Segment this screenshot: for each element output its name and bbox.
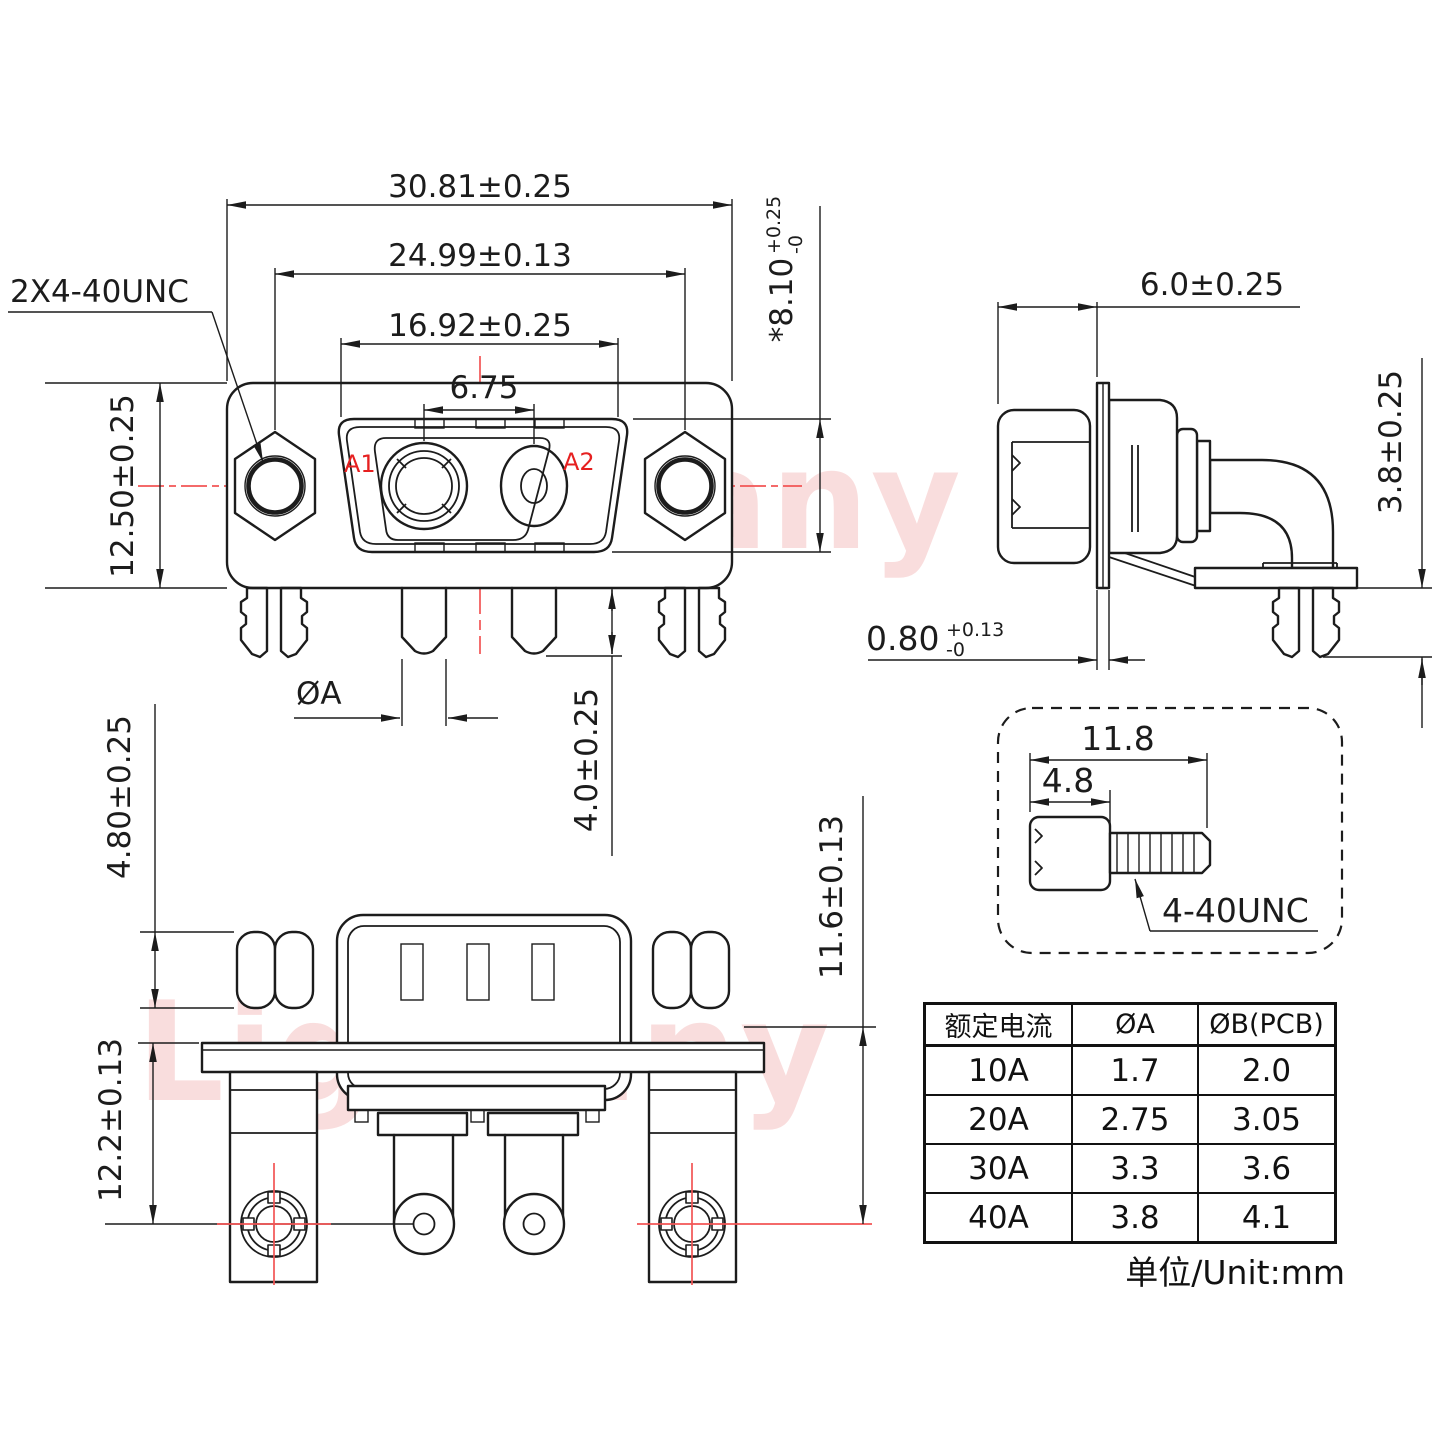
dim-opening-base: *8.10 xyxy=(764,258,800,343)
dim-plate-base: 0.80 xyxy=(866,619,939,658)
side-clinch-pin xyxy=(1271,586,1341,659)
d-flange xyxy=(337,417,629,554)
screw-thread-label: 4-40UNC xyxy=(1162,891,1309,930)
table-cell: 2.75 xyxy=(1071,1094,1199,1145)
insulator-bar xyxy=(346,1084,607,1112)
table-cell: 3.3 xyxy=(1071,1143,1199,1194)
side-dimensions: 6.0±0.25 3.8±0.25 0.80 +0.13 -0 xyxy=(866,267,1432,728)
dim-opening-height: *8.10 +0.25 -0 xyxy=(763,196,807,343)
dim-nut-height: 4.80±0.25 xyxy=(102,715,138,879)
front-view: A1 A2 30.81±0.25 24.99±0.13 16.92±0.25 xyxy=(8,169,831,856)
body-step-2 xyxy=(1195,439,1212,533)
table-header-rated-current: 额定电流 xyxy=(923,1002,1073,1047)
left-hex-nut xyxy=(233,430,317,542)
rear-power-pins xyxy=(392,1133,566,1256)
table-cell: 10A xyxy=(923,1044,1073,1096)
dim-overall-height: 11.6±0.13 xyxy=(814,815,850,979)
thread-callout-leader xyxy=(211,311,264,463)
table-cell: 4.1 xyxy=(1197,1192,1337,1244)
power-pin-a1 xyxy=(400,586,448,655)
dim-pin-diameter: ØA xyxy=(296,676,342,712)
hex-head-profile xyxy=(1011,441,1090,529)
dim-overall-width: 30.81±0.25 xyxy=(388,169,572,205)
rear-dimensions: 4.80±0.25 12.2±0.13 11.6±0.13 xyxy=(93,704,876,1224)
table-row: 10A 1.7 2.0 xyxy=(923,1044,1337,1096)
table-header-row: 额定电流 ØA ØB(PCB) xyxy=(923,1002,1337,1047)
rear-view: 4.80±0.25 12.2±0.13 11.6±0.13 xyxy=(93,704,876,1285)
power-pin-a2 xyxy=(510,586,558,655)
table-cell: 1.7 xyxy=(1071,1044,1199,1096)
dim-depth: 6.0±0.25 xyxy=(1140,267,1284,303)
screw-shaft xyxy=(1108,831,1212,875)
dim-hole-offset: 12.2±0.13 xyxy=(93,1038,129,1202)
detail-box xyxy=(996,706,1344,955)
insulator-boss xyxy=(373,437,551,541)
screw-detail: 11.8 4.8 4-40UNC xyxy=(996,706,1344,955)
screw-thread-leader xyxy=(1134,878,1151,932)
spec-table: 额定电流 ØA ØB(PCB) 10A 1.7 2.0 20A 2.75 3.0… xyxy=(923,1002,1337,1244)
table-cell: 40A xyxy=(923,1192,1073,1244)
dim-flange-width: 16.92±0.25 xyxy=(388,308,572,344)
table-cell: 20A xyxy=(923,1094,1073,1145)
dim-mount-width: 24.99±0.13 xyxy=(388,238,572,274)
table-header-dia-b: ØB(PCB) xyxy=(1197,1002,1337,1047)
dim-plate-upper-tol: +0.13 xyxy=(946,619,1004,641)
hex-standoffs xyxy=(235,930,731,1010)
front-body xyxy=(1107,398,1179,555)
screw-hole-right xyxy=(637,1163,872,1285)
table-row: 30A 3.3 3.6 xyxy=(923,1143,1337,1194)
dim-opening-upper-tol: +0.25 xyxy=(763,196,785,254)
screw-threads xyxy=(1116,834,1195,872)
dim-body-height: 12.50±0.25 xyxy=(105,394,141,578)
dim-opening-lower-tol: -0 xyxy=(785,235,807,254)
contact-label-a2: A2 xyxy=(563,448,595,476)
dim-plate-lower-tol: -0 xyxy=(946,639,965,661)
table-row: 20A 2.75 3.05 xyxy=(923,1094,1337,1145)
dim-screw-head: 4.8 xyxy=(1042,761,1094,800)
table-cell: 3.6 xyxy=(1197,1143,1337,1194)
contact-a1 xyxy=(379,441,469,531)
right-angle-elbow xyxy=(1208,458,1335,570)
unit-note: 单位/Unit:mm xyxy=(1125,1253,1345,1292)
dim-pin-standoff: 3.8±0.25 xyxy=(1373,370,1409,514)
thread-callout: 2X4-40UNC xyxy=(10,274,189,310)
side-view: 6.0±0.25 3.8±0.25 0.80 +0.13 -0 xyxy=(866,267,1432,728)
dim-contact-pitch: 6.75 xyxy=(449,370,518,406)
table-cell: 2.0 xyxy=(1197,1044,1337,1096)
screw-dimensions: 11.8 4.8 4-40UNC xyxy=(1029,719,1318,932)
bracket-foot xyxy=(1193,566,1359,590)
table-row: 40A 3.8 4.1 xyxy=(923,1192,1337,1244)
screw-head xyxy=(1028,815,1112,892)
mounting-plate-rear xyxy=(200,1041,766,1074)
right-hex-nut xyxy=(643,430,727,542)
contact-a2 xyxy=(499,444,569,528)
contact-label-a1: A1 xyxy=(344,450,376,478)
front-dimensions: 30.81±0.25 24.99±0.13 16.92±0.25 6.75 12… xyxy=(8,169,831,856)
table-header-dia-a: ØA xyxy=(1071,1002,1199,1047)
front-pins xyxy=(239,586,727,659)
screw-hole-left xyxy=(217,1163,331,1285)
body-step-1 xyxy=(1175,427,1199,544)
table-cell: 30A xyxy=(923,1143,1073,1194)
dim-screw-length: 11.8 xyxy=(1081,719,1154,758)
table-cell: 3.05 xyxy=(1197,1094,1337,1145)
rear-shell xyxy=(996,408,1092,565)
table-cell: 3.8 xyxy=(1071,1192,1199,1244)
dim-plate-thickness: 0.80 +0.13 -0 xyxy=(866,619,1004,661)
dim-pin-length: 4.0±0.25 xyxy=(569,688,605,832)
